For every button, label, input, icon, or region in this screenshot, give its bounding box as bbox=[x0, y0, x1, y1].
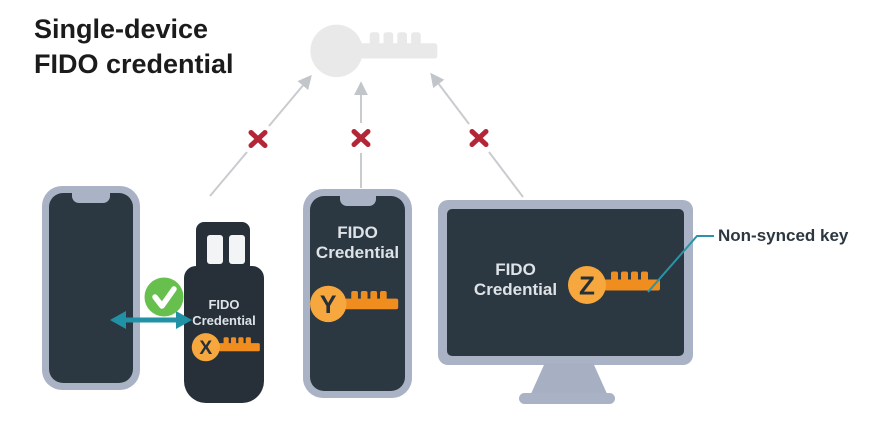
sync-line-left-upper bbox=[268, 74, 312, 127]
title-line-1: Single-device bbox=[34, 14, 209, 44]
blocked-x-icon bbox=[248, 130, 268, 148]
key-shaft bbox=[217, 343, 260, 352]
phone-notch bbox=[339, 196, 376, 206]
sync-lines bbox=[209, 72, 524, 198]
non-synced-key-label: Non-synced key bbox=[718, 226, 849, 245]
gray-key-icon bbox=[310, 24, 438, 78]
monitor-base bbox=[519, 393, 615, 404]
key-head bbox=[310, 285, 347, 323]
key-shaft bbox=[343, 298, 399, 310]
blocked-x-icon bbox=[469, 129, 489, 147]
usb-connector bbox=[196, 222, 250, 268]
key-head bbox=[568, 266, 606, 304]
usb-credential-label: FIDO Credential bbox=[192, 297, 256, 328]
monitor-stand bbox=[530, 363, 608, 396]
blocked-x-icon bbox=[351, 129, 371, 147]
credential-key-y-icon: Y bbox=[310, 285, 399, 323]
key-letter: Y bbox=[320, 291, 337, 319]
credential-key-x-icon: X bbox=[191, 333, 260, 362]
key-letter: X bbox=[199, 338, 212, 359]
usb-security-key-device: FIDO Credential X bbox=[184, 266, 264, 403]
phone-credential-label: FIDO Credential bbox=[315, 223, 400, 263]
key-head bbox=[191, 333, 220, 362]
usb-slot bbox=[229, 235, 245, 264]
left-phone-screen bbox=[49, 193, 133, 383]
monitor-device: FIDO Credential Z bbox=[438, 200, 693, 365]
usb-slot bbox=[207, 235, 223, 264]
sync-line-right-upper bbox=[430, 72, 470, 125]
key-letter: Z bbox=[579, 270, 595, 300]
page-title: Single-device FIDO credential bbox=[34, 12, 234, 82]
monitor-credential-label: FIDO Credential bbox=[473, 260, 558, 300]
sync-line-left-lower bbox=[209, 151, 248, 197]
sync-line-right-lower bbox=[488, 151, 524, 198]
left-phone-device bbox=[42, 186, 140, 390]
key-shaft bbox=[603, 279, 660, 291]
credential-key-z-icon: Z bbox=[568, 266, 660, 304]
title-line-2: FIDO credential bbox=[34, 49, 234, 80]
fido-phone-device: FIDO Credential Y bbox=[303, 189, 412, 398]
phone-notch bbox=[72, 193, 110, 203]
check-icon bbox=[144, 277, 184, 317]
